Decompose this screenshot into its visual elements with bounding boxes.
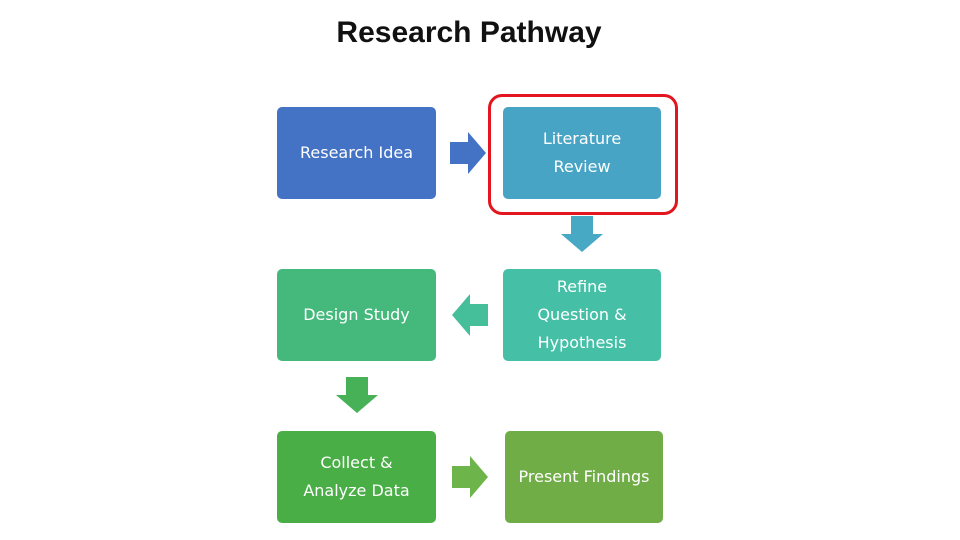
arrow-down-icon bbox=[336, 377, 378, 413]
arrow-down-icon bbox=[561, 216, 603, 252]
step-literature-review: Literature Review bbox=[503, 107, 661, 199]
step-label: Present Findings bbox=[518, 467, 650, 486]
step-label: Research Idea bbox=[300, 143, 413, 162]
step-refine-question: Refine Question & Hypothesis bbox=[503, 269, 661, 361]
step-present-findings: Present Findings bbox=[505, 431, 663, 523]
step-collect-analyze: Collect & Analyze Data bbox=[277, 431, 436, 523]
step-label: Literature Review bbox=[542, 129, 622, 176]
step-research-idea: Research Idea bbox=[277, 107, 436, 199]
page-title: Research Pathway bbox=[336, 16, 602, 49]
arrow-left-icon bbox=[452, 294, 488, 336]
step-label: Design Study bbox=[303, 305, 410, 324]
step-label: Refine Question & Hypothesis bbox=[537, 277, 627, 352]
step-design-study: Design Study bbox=[277, 269, 436, 361]
highlight-outline bbox=[488, 94, 678, 215]
arrow-right-icon bbox=[450, 132, 486, 174]
arrow-right-icon bbox=[452, 456, 488, 498]
step-label: Collect & Analyze Data bbox=[303, 453, 410, 500]
